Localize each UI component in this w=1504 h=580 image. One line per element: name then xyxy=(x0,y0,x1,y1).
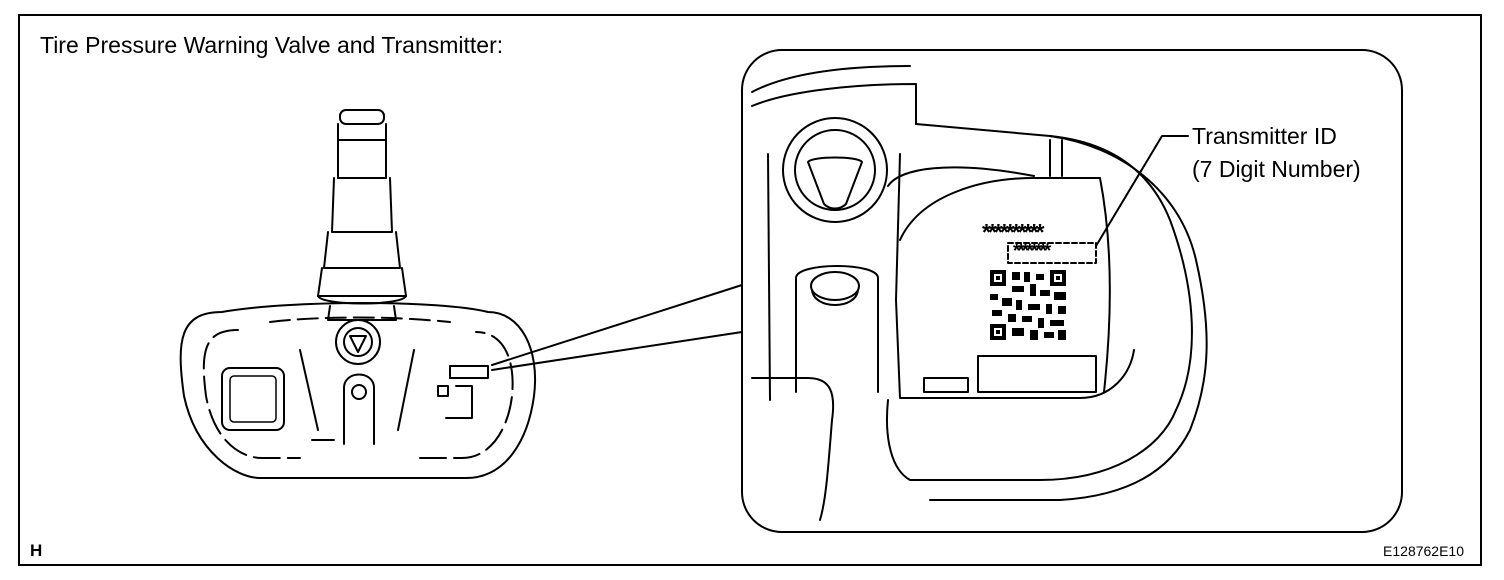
transmitter-id-callout-label: Transmitter ID xyxy=(1192,123,1337,149)
label-large-rect xyxy=(977,355,1097,393)
label-id-line-1: ********** xyxy=(982,219,1044,245)
valve-stem xyxy=(317,109,407,321)
enlarged-view-border xyxy=(741,49,1403,533)
zoom-line-upper xyxy=(491,284,743,366)
figure-code-left: H xyxy=(30,541,43,560)
diagram-title: Tire Pressure Warning Valve and Transmit… xyxy=(40,32,504,58)
transmitter-id-highlight-box xyxy=(1007,242,1097,264)
enlarged-view xyxy=(741,49,1403,533)
transmitter-body xyxy=(179,302,536,479)
label-small-rect xyxy=(923,377,969,393)
transmitter-id-callout-sublabel: (7 Digit Number) xyxy=(1192,156,1361,182)
transmitter-id-leader-line xyxy=(1095,135,1189,247)
zoom-line-lower xyxy=(491,331,743,371)
diagram-frame xyxy=(18,14,1482,566)
valve-transmitter-illustration xyxy=(179,109,743,479)
figure-code-right: E128762E10 xyxy=(1383,543,1464,559)
label-transmitter-id: ******** xyxy=(1013,241,1051,262)
